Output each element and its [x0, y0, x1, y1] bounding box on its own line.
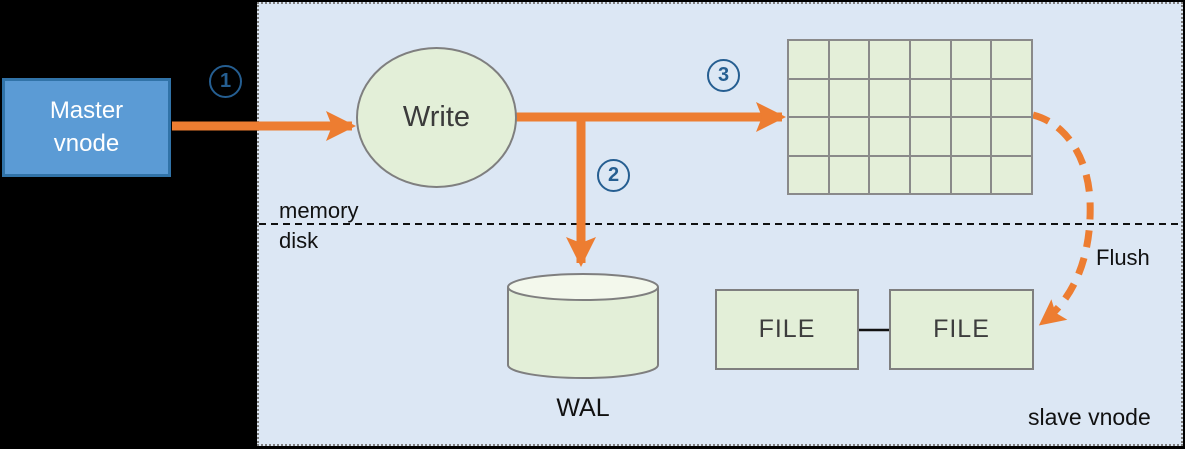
mem-table-cell	[911, 118, 950, 155]
write-node-label: Write	[402, 101, 471, 133]
file-box-1: FILE	[715, 289, 859, 370]
step-badge-3: 3	[707, 59, 740, 92]
step-badge-1: 1	[209, 65, 242, 98]
mem-table-cell	[951, 118, 991, 155]
mem-table-cell	[870, 41, 909, 78]
mem-table-cell	[829, 41, 869, 78]
master-vnode-box: Master vnode	[2, 78, 171, 177]
mem-table-cell	[870, 79, 909, 116]
step-3-number: 3	[717, 64, 730, 86]
mem-table-cell	[829, 156, 869, 193]
mem-table-cell	[951, 156, 991, 193]
file-box-2-label: FILE	[933, 315, 990, 343]
mem-table-cell	[992, 79, 1031, 116]
file-box-2: FILE	[889, 289, 1034, 370]
memory-label: memory	[279, 198, 359, 223]
step-badge-2: 2	[597, 159, 630, 192]
mem-table-cell	[951, 41, 991, 78]
mem-table-cell	[992, 118, 1031, 155]
mem-table-cell	[992, 156, 1031, 193]
mem-table-cell	[951, 79, 991, 116]
mem-table-cell	[992, 41, 1031, 78]
mem-table-cell	[911, 41, 950, 78]
mem-table-cell	[829, 118, 869, 155]
mem-table-cell	[789, 118, 828, 155]
master-vnode-label: Master vnode	[49, 97, 124, 157]
disk-label: disk	[279, 228, 319, 253]
file-box-1-label: FILE	[758, 315, 816, 343]
mem-table-cell	[829, 79, 869, 116]
mem-table-cell	[789, 79, 828, 116]
mem-table-cell	[789, 156, 828, 193]
flush-label: Flush	[1096, 245, 1150, 270]
wal-label: WAL	[556, 394, 610, 422]
slave-vnode-label: slave vnode	[1028, 404, 1151, 430]
mem-table-cell	[870, 118, 909, 155]
write-node: Write	[356, 47, 517, 188]
mem-table-cell	[789, 41, 828, 78]
mem-table-cell	[870, 156, 909, 193]
step-2-number: 2	[607, 164, 620, 186]
mem-table	[787, 39, 1033, 195]
mem-table-cell	[911, 79, 950, 116]
mem-table-cell	[911, 156, 950, 193]
step-1-number: 1	[219, 70, 232, 92]
